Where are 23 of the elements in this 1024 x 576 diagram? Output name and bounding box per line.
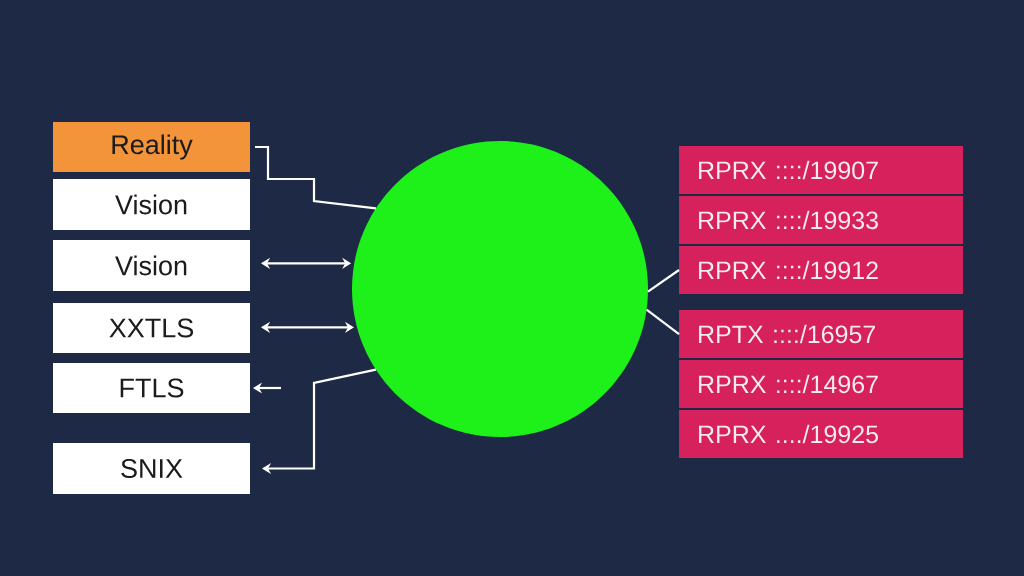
entry-box: RPTX ::::/16957 [679, 310, 963, 358]
label-box: Vision [53, 179, 250, 230]
entry-box: RPRX ::::/19907 [679, 146, 963, 194]
connector-line [255, 145, 376, 210]
label-box: Reality [53, 122, 250, 172]
node-label: RPRX ::::/14967 [699, 374, 878, 394]
circle [352, 141, 648, 437]
entry-box: RPRX ::::/19933 [679, 196, 963, 244]
label-box: SNIX [53, 443, 250, 494]
node-label: RPRX ::::/19933 [699, 210, 878, 230]
connector-line [647, 269, 680, 293]
node-label: RPRX ::::/19912 [699, 260, 878, 280]
entry-box: RPRX ::::/14967 [679, 360, 963, 408]
entry-box: RPRX ::::/19912 [679, 246, 963, 294]
arrow [262, 368, 377, 475]
node-label: RPRX ::::/19907 [699, 160, 878, 180]
node-label: RPTX ::::/16957 [699, 324, 875, 344]
node-label: RPRX ..../19925 [699, 424, 878, 444]
label-box: XXTLS [53, 303, 250, 353]
connector-line [645, 308, 680, 335]
label-box: FTLS [53, 363, 250, 413]
entry-box: RPRX ..../19925 [679, 410, 963, 458]
label-box: Vision [53, 240, 250, 291]
